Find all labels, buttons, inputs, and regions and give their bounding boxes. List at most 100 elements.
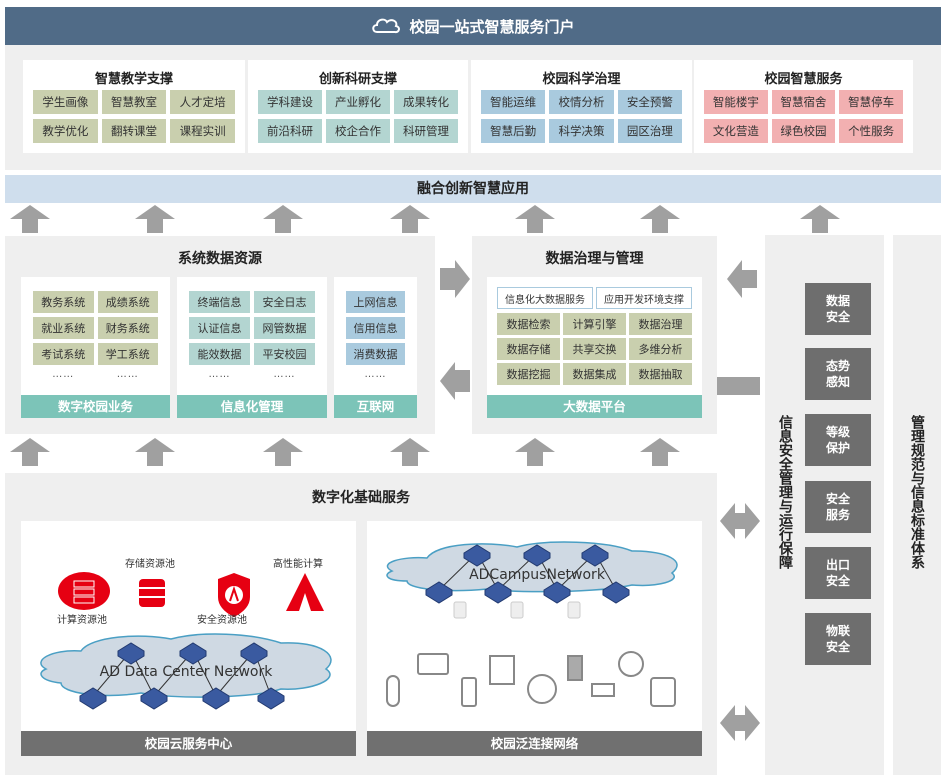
switch-icon [463, 544, 491, 567]
portal-chip[interactable]: 科学决策 [549, 119, 614, 143]
cloud-icon [372, 18, 401, 34]
data-governance-item[interactable]: 数据抽取 [629, 363, 692, 385]
connector-bar [717, 377, 760, 395]
portal-chip[interactable]: 智慧后勤 [481, 119, 546, 143]
system-data-item[interactable]: 终端信息 [189, 291, 250, 313]
portal-chip[interactable]: 成果转化 [394, 90, 458, 114]
portal-chip[interactable]: 学生画像 [33, 90, 98, 114]
system-data-item[interactable]: 财务系统 [97, 317, 158, 339]
meter-icon [527, 674, 557, 704]
portal-card: 校园智慧服务智能楼宇智慧宿舍智慧停车文化营造绿色校园个性服务 [694, 60, 913, 153]
portal-chip[interactable]: 智能运维 [481, 90, 546, 114]
data-governance-item[interactable]: 数据治理 [629, 313, 692, 335]
portal-chip-grid: 学生画像智慧教室人才定培教学优化翻转课堂课程实训 [33, 90, 235, 143]
right-arrow-icon [440, 260, 470, 298]
portal-chip[interactable]: 绿色校园 [771, 119, 836, 143]
portal-chip[interactable]: 智慧停车 [839, 90, 903, 114]
up-arrow-icon [390, 438, 430, 466]
cloud-service-center: AD Data Center Network 存储资源池 高性能计算 计算资源池… [21, 521, 356, 756]
double-arrow-icon [720, 503, 760, 539]
campus-network-label: ADCampusNetwork [469, 567, 606, 583]
switch-icon [602, 581, 630, 604]
system-data-item[interactable]: 能效数据 [189, 343, 250, 365]
portal-chip[interactable]: 智能楼宇 [704, 90, 768, 114]
system-data-item[interactable]: 网管数据 [254, 317, 315, 339]
portal-chip[interactable]: 校企合作 [326, 119, 390, 143]
system-data-item[interactable]: 信用信息 [346, 317, 405, 339]
portal-title: 校园一站式智慧服务门户 [409, 17, 575, 36]
up-arrow-icon [263, 438, 303, 466]
portal-chip[interactable]: 园区治理 [617, 119, 682, 143]
portal-chip[interactable]: 文化营造 [704, 119, 768, 143]
bigdata-service: 信息化大数据服务 [497, 287, 593, 309]
portal-chip[interactable]: 安全预警 [617, 90, 682, 114]
panel-icon [489, 655, 515, 685]
switch-icon [425, 581, 453, 604]
left-arrow-icon [727, 260, 757, 298]
system-data-grid: 上网信息信用信息消费数据…… [346, 291, 405, 380]
portal-chip[interactable]: 产业孵化 [326, 90, 390, 114]
parking-icon [650, 677, 676, 707]
data-governance-item[interactable]: 数据挖掘 [497, 363, 560, 385]
portal-card-title: 校园智慧服务 [764, 72, 843, 87]
portal-chip[interactable]: 科研管理 [394, 119, 458, 143]
up-arrow-icon [10, 205, 50, 233]
system-data-item[interactable]: 成绩系统 [97, 291, 158, 313]
up-arrow-icon [640, 205, 680, 233]
portal-chip[interactable]: 前沿科研 [258, 119, 322, 143]
ellipsis: …… [273, 369, 296, 380]
portal-chip[interactable]: 个性服务 [839, 119, 903, 143]
system-data-item[interactable]: 认证信息 [189, 317, 250, 339]
switch-icon [117, 642, 145, 665]
system-data-item[interactable]: 安全日志 [254, 291, 315, 313]
system-data-item[interactable]: 就业系统 [33, 317, 94, 339]
portal-chip[interactable]: 智慧宿舍 [771, 90, 836, 114]
portal-chip-grid: 智能楼宇智慧宿舍智慧停车文化营造绿色校园个性服务 [704, 90, 903, 143]
sensor-icon [618, 651, 644, 677]
portal-chip[interactable]: 校情分析 [549, 90, 614, 114]
data-governance-item[interactable]: 数据集成 [563, 363, 626, 385]
system-data-item[interactable]: 考试系统 [33, 343, 94, 365]
portal-card: 校园科学治理智能运维校情分析安全预警智慧后勤科学决策园区治理 [471, 60, 692, 153]
data-governance-item[interactable]: 数据存储 [497, 338, 560, 360]
security-item: 出口 安全 [805, 547, 871, 599]
portal-chip[interactable]: 学科建设 [258, 90, 322, 114]
big-data-platform: 信息化大数据服务 应用开发环境支撑 数据检索计算引擎数据治理数据存储共享交换多维… [487, 277, 702, 418]
portal-chip[interactable]: 翻转课堂 [101, 119, 167, 143]
system-data-item[interactable]: 平安校园 [254, 343, 315, 365]
system-data-item[interactable]: 消费数据 [346, 343, 405, 365]
system-data-item[interactable]: 学工系统 [97, 343, 158, 365]
security-item: 等级 保护 [805, 414, 871, 466]
up-arrow-icon [390, 205, 430, 233]
security-item: 物联 安全 [805, 613, 871, 665]
standards-column: 管理规范与信息标准体系 [893, 235, 941, 775]
data-governance-item[interactable]: 多维分析 [629, 338, 692, 360]
portal-chip[interactable]: 课程实训 [170, 119, 235, 143]
switch-icon [202, 687, 230, 710]
portal-chip-grid: 学科建设产业孵化成果转化前沿科研校企合作科研管理 [258, 90, 458, 143]
portal-chip-grid: 智能运维校情分析安全预警智慧后勤科学决策园区治理 [481, 90, 682, 143]
standards-title: 管理规范与信息标准体系 [909, 415, 925, 569]
portal-chip[interactable]: 智慧教室 [101, 90, 167, 114]
portal-header: 校园一站式智慧服务门户 [5, 7, 941, 45]
infrastructure-title: 数字化基础服务 [312, 490, 410, 506]
security-item: 态势 感知 [805, 348, 871, 400]
system-data-item[interactable]: 教务系统 [33, 291, 94, 313]
left-arrow-icon [440, 362, 470, 400]
ellipsis: …… [116, 369, 139, 380]
campus-network-footer: 校园泛连接网络 [367, 731, 702, 756]
data-governance-item[interactable]: 共享交换 [563, 338, 626, 360]
system-data-grid: 教务系统成绩系统就业系统财务系统考试系统学工系统………… [33, 291, 158, 380]
portal-chip[interactable]: 教学优化 [33, 119, 98, 143]
switch-icon [484, 581, 512, 604]
system-data-item[interactable]: 上网信息 [346, 291, 405, 313]
switch-icon [140, 687, 168, 710]
portal-chip[interactable]: 人才定培 [170, 90, 235, 114]
system-data-footer: 数字校园业务 [21, 395, 170, 418]
switch-icon [581, 544, 609, 567]
security-pool-icon [218, 573, 250, 617]
data-governance-item[interactable]: 数据检索 [497, 313, 560, 335]
system-data-group: 上网信息信用信息消费数据……互联网 [334, 277, 417, 418]
data-governance-item[interactable]: 计算引擎 [563, 313, 626, 335]
data-governance-title: 数据治理与管理 [545, 251, 644, 267]
